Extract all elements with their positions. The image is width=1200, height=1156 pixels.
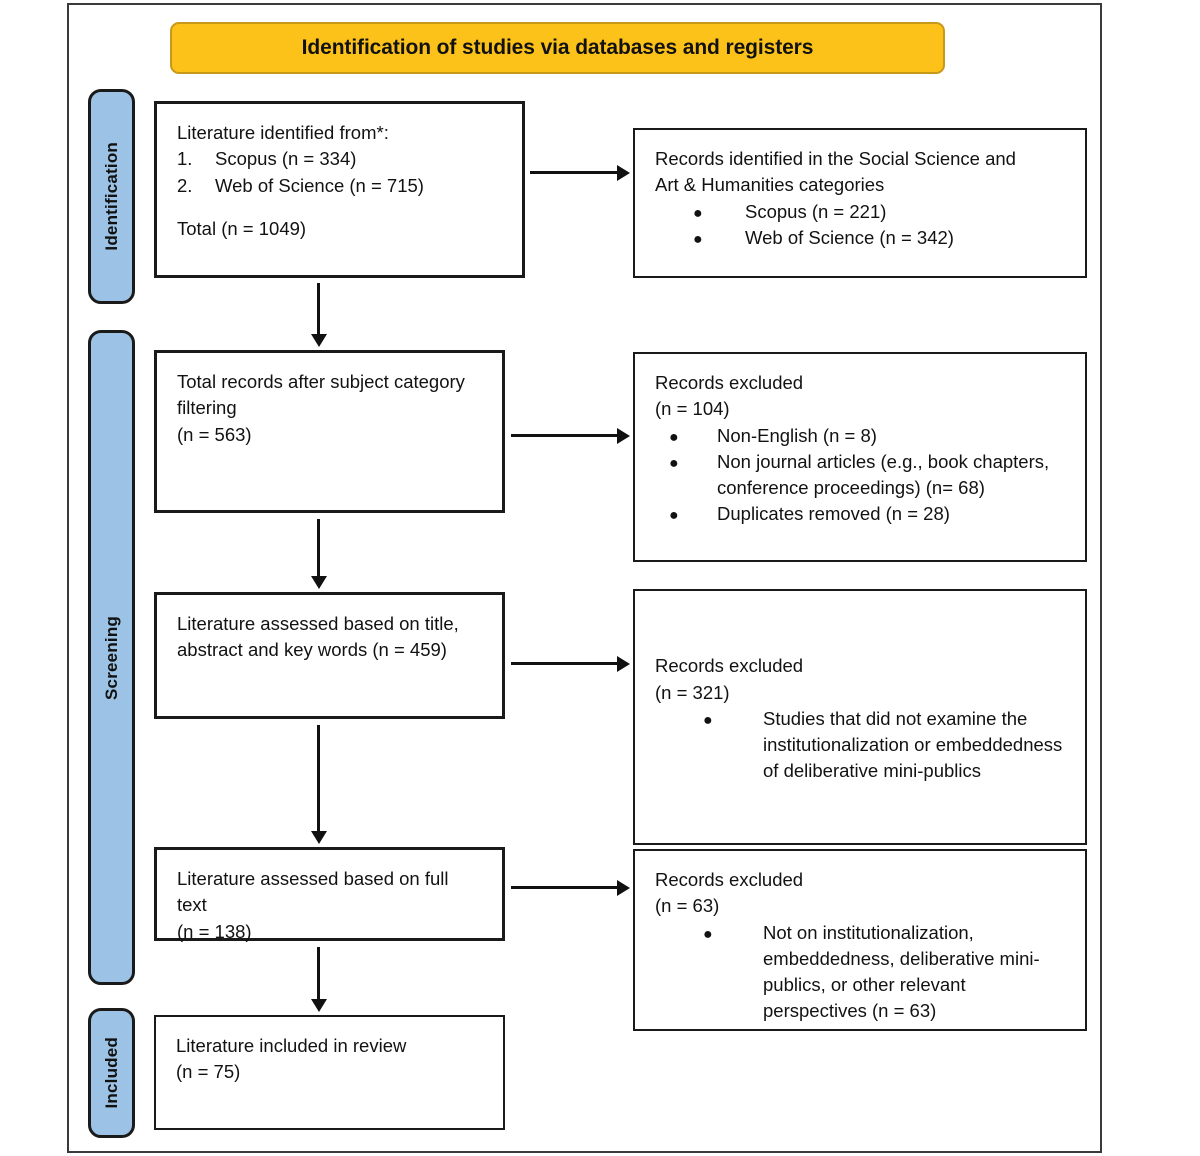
arrow-down-total-to-assessed-title: [317, 519, 320, 577]
list-item: 2. Web of Science (n = 715): [177, 173, 504, 199]
arrow-down-assessed-title-to-full-text: [317, 725, 320, 832]
stage-bar-identification: Identification: [88, 89, 135, 304]
bullet-icon: ●: [693, 204, 703, 222]
included-line-1: Literature included in review: [176, 1035, 407, 1056]
list-item: ● Non-English (n = 8): [655, 423, 1067, 449]
list-item: ● Not on institutionalization, embeddedn…: [655, 920, 1067, 1025]
stage-bar-included: Included: [88, 1008, 135, 1138]
assessed-full-count: (n = 138): [177, 920, 252, 942]
excluded-1-count: (n = 104): [655, 398, 730, 420]
diagram-title-banner: Identification of studies via databases …: [170, 22, 945, 74]
bullet-icon: ●: [669, 454, 679, 472]
categories-bullet-text: Web of Science (n = 342): [745, 226, 954, 248]
list-item: ● Web of Science (n = 342): [655, 225, 1067, 251]
excluded-3-count: (n = 63): [655, 895, 720, 917]
diagram-title-text: Identification of studies via databases …: [301, 36, 814, 59]
sources-item-number: 2.: [177, 174, 193, 196]
sources-item-number: 1.: [177, 148, 193, 170]
box-records-excluded-3: Records excluded (n = 63) ● Not on insti…: [633, 849, 1087, 1031]
categories-line-1: Records identified in the Social Science…: [655, 148, 1016, 169]
excluded-2-count: (n = 321): [655, 681, 730, 703]
sources-item-text: Web of Science (n = 715): [215, 174, 424, 196]
excluded-3-bullet-text: Not on institutionalization, embeddednes…: [763, 921, 1040, 1022]
included-count: (n = 75): [176, 1061, 241, 1083]
stage-label-screening: Screening: [101, 615, 121, 700]
arrow-down-full-text-to-included: [317, 947, 320, 1000]
arrow-right-assessed-title-to-excluded-2: [511, 662, 618, 665]
assessed-title-line-2: abstract and key words (n = 459): [177, 639, 447, 661]
total-filter-count: (n = 563): [177, 423, 252, 445]
list-item: ● Scopus (n = 221): [655, 199, 1067, 225]
bullet-icon: ●: [693, 230, 703, 248]
excluded-2-bullet-text: Studies that did not examine the institu…: [763, 707, 1063, 782]
stage-label-included: Included: [101, 1037, 121, 1109]
assessed-full-line-2: text: [177, 894, 207, 916]
categories-bullet-list: ● Scopus (n = 221) ● Web of Science (n =…: [655, 199, 1067, 252]
total-filter-line-2: filtering: [177, 397, 237, 419]
box-assessed-title-abstract: Literature assessed based on title, abst…: [154, 592, 505, 719]
arrow-right-total-to-excluded-1: [511, 434, 618, 437]
spacer: [177, 199, 504, 217]
excluded-1-bullet-text: Non journal articles (e.g., book chapter…: [717, 450, 1050, 499]
categories-line-2: Art & Humanities categories: [655, 174, 885, 196]
list-item: ● Duplicates removed (n = 28): [655, 501, 1067, 527]
box-literature-included: Literature included in review (n = 75): [154, 1015, 505, 1130]
stage-bar-screening: Screening: [88, 330, 135, 985]
excluded-1-bullet-list: ● Non-English (n = 8) ● Non journal arti…: [655, 423, 1067, 528]
sources-item-text: Scopus (n = 334): [215, 148, 357, 170]
assessed-title-line-1: Literature assessed based on title,: [177, 613, 459, 634]
arrow-down-identified-to-total: [317, 283, 320, 335]
box-literature-identified: Literature identified from*: 1. Scopus (…: [154, 101, 525, 278]
excluded-1-heading: Records excluded: [655, 372, 804, 393]
excluded-3-heading: Records excluded: [655, 869, 804, 890]
excluded-3-bullet-list: ● Not on institutionalization, embeddedn…: [655, 920, 1067, 1025]
excluded-1-bullet-text: Duplicates removed (n = 28): [717, 503, 950, 525]
box-records-identified-categories: Records identified in the Social Science…: [633, 128, 1087, 278]
excluded-2-bullet-list: ● Studies that did not examine the insti…: [655, 706, 1067, 785]
sources-heading: Literature identified from*:: [177, 122, 389, 143]
bullet-icon: ●: [703, 925, 713, 943]
arrow-right-full-text-to-excluded-3: [511, 886, 618, 889]
bullet-icon: ●: [669, 428, 679, 446]
sources-list: 1. Scopus (n = 334) 2. Web of Science (n…: [177, 146, 504, 199]
box-records-excluded-2: Records excluded (n = 321) ● Studies tha…: [633, 589, 1087, 845]
box-assessed-full-text: Literature assessed based on full text (…: [154, 847, 505, 942]
bullet-icon: ●: [669, 507, 679, 525]
bullet-icon: ●: [703, 711, 713, 729]
box-total-after-filtering: Total records after subject category fil…: [154, 350, 505, 513]
list-item: 1. Scopus (n = 334): [177, 146, 504, 172]
list-item: ● Non journal articles (e.g., book chapt…: [655, 449, 1067, 502]
stage-label-identification: Identification: [101, 142, 121, 251]
categories-bullet-text: Scopus (n = 221): [745, 200, 887, 222]
box-records-excluded-1: Records excluded (n = 104) ● Non-English…: [633, 352, 1087, 562]
excluded-1-bullet-text: Non-English (n = 8): [717, 424, 877, 446]
list-item: ● Studies that did not examine the insti…: [655, 706, 1067, 785]
assessed-full-line-1: Literature assessed based on full: [177, 868, 449, 889]
sources-total: Total (n = 1049): [177, 218, 307, 240]
excluded-2-heading: Records excluded: [655, 655, 804, 677]
arrow-right-sources-to-categories: [530, 171, 618, 174]
total-filter-line-1: Total records after subject category: [177, 371, 465, 392]
